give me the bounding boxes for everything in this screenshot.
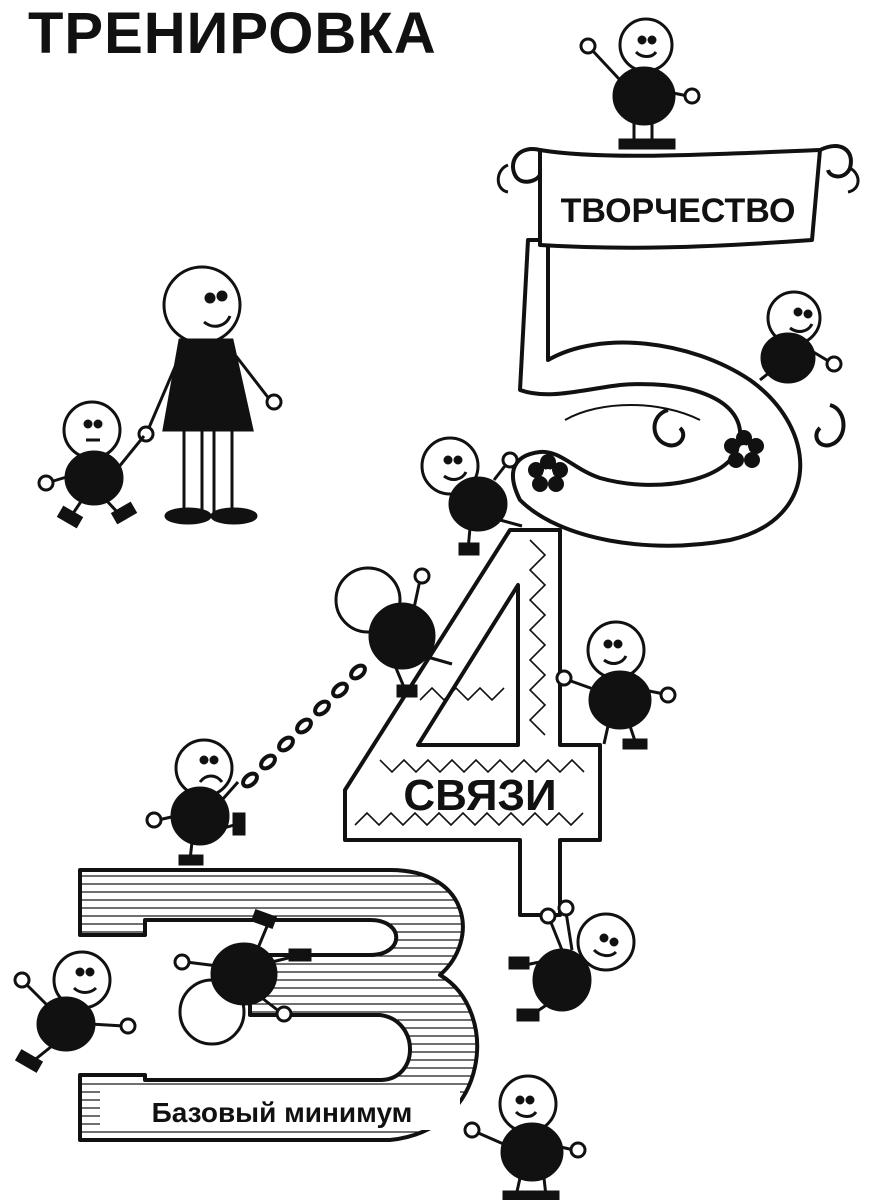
child-figure	[173, 908, 312, 1046]
child-figure	[420, 436, 523, 556]
number-five	[510, 238, 803, 548]
banner-five	[496, 144, 860, 250]
child-figure	[508, 899, 636, 1022]
child-figure	[13, 950, 137, 1073]
number-three	[78, 868, 480, 1142]
ornament-icon	[652, 403, 846, 448]
child-figure	[759, 290, 843, 384]
level-four-label: СВЯЗИ	[403, 771, 556, 820]
child-figure	[555, 620, 677, 750]
zigzag-decor	[354, 539, 585, 827]
page-title: ТРЕНИРОВКА	[28, 1, 437, 66]
flower-icon	[724, 430, 764, 468]
level-five-label: ТВОРЧЕСТВО	[561, 192, 796, 230]
chain-icon	[241, 663, 367, 789]
child-figure	[37, 400, 146, 529]
child-figure	[463, 1074, 587, 1200]
child-figure	[334, 566, 453, 698]
flower-icon	[528, 454, 568, 492]
adult-figure	[137, 265, 283, 525]
level-three-label: Базовый минимум	[152, 1097, 413, 1128]
child-figure	[579, 17, 701, 150]
label-bar	[100, 1090, 460, 1130]
child-figure	[145, 738, 246, 866]
